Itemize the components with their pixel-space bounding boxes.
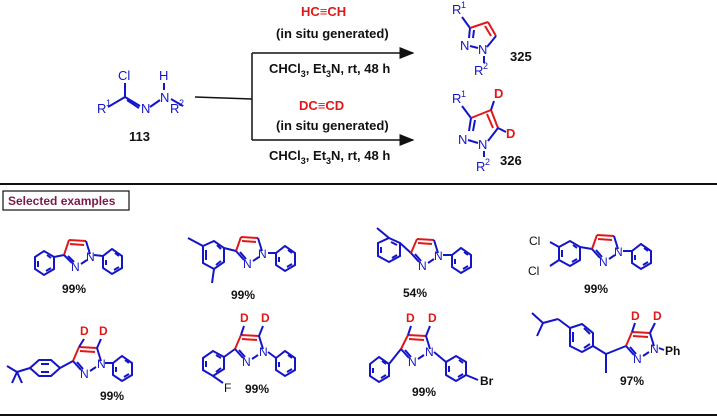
- ex6-d2-label: D: [261, 311, 270, 325]
- ex4-n2-label: N: [614, 245, 623, 259]
- h-label: H: [159, 68, 168, 83]
- example-2-yield: 99%: [231, 288, 255, 302]
- example-8-structure: [531, 312, 665, 373]
- p326-r1-label: R: [452, 91, 461, 106]
- example-3-structure: [376, 227, 472, 275]
- p326-r2-sup: 2: [485, 157, 490, 167]
- route-a-conditions: HC≡CH (in situ generated) CHCl3, Et3N, r…: [269, 4, 390, 79]
- example-1-structure: [34, 239, 123, 277]
- r2-superscript: 2: [179, 98, 184, 108]
- example-5-yield: 99%: [100, 389, 124, 403]
- ex3-n-label: N: [418, 259, 427, 273]
- example-4-structure: [549, 234, 652, 271]
- ex8-d1-label: D: [631, 309, 640, 323]
- example-6-structure: [202, 325, 296, 384]
- route-b-conditions: DC≡CD (in situ generated) CHCl3, Et3N, r…: [269, 98, 390, 166]
- route-a-reagent: HC≡CH: [301, 4, 346, 19]
- r1-label: R: [97, 101, 106, 116]
- starting-material-113: Cl R 1 N N H R 2 113: [97, 68, 184, 144]
- ex1-n2-label: N: [86, 250, 95, 264]
- compound-number-113: 113: [129, 129, 150, 144]
- route-b-reagent: DC≡CD: [299, 98, 344, 113]
- ex4-n-label: N: [599, 255, 608, 269]
- ex7-br-label: Br: [480, 374, 494, 388]
- ex5-n-label: N: [80, 367, 89, 381]
- p326-r2-label: R: [476, 159, 485, 174]
- n2-label: N: [160, 90, 169, 105]
- route-b-reagent-note: (in situ generated): [276, 118, 389, 133]
- ex6-d1-label: D: [240, 311, 249, 325]
- example-4-yield: 99%: [584, 282, 608, 296]
- ex1-n-label: N: [71, 260, 80, 274]
- example-7-structure: [369, 325, 479, 384]
- branching-arrows: [194, 47, 415, 146]
- ex4-cl-a-label: Cl: [529, 234, 540, 248]
- r2-label: R: [170, 101, 179, 116]
- ex6-f-label: F: [224, 381, 231, 395]
- example-8-yield: 97%: [620, 374, 644, 388]
- chlorine-label: Cl: [118, 68, 130, 83]
- selected-examples-label: Selected examples: [2, 190, 130, 211]
- compound-number-325: 325: [510, 49, 532, 64]
- route-a-conditions-text: CHCl3, Et3N, rt, 48 h: [269, 61, 390, 79]
- ex5-d1-label: D: [80, 324, 89, 338]
- ex5-n2-label: N: [97, 357, 106, 371]
- p326-d1-label: D: [494, 86, 503, 101]
- ex7-d1-label: D: [406, 311, 415, 325]
- r1-superscript: 1: [106, 98, 111, 108]
- ex7-d2-label: D: [428, 311, 437, 325]
- p326-r1-sup: 1: [461, 89, 466, 99]
- example-7-yield: 99%: [412, 385, 436, 399]
- svg-text:Selected examples: Selected examples: [8, 194, 116, 208]
- ex7-n2-label: N: [425, 345, 434, 359]
- ex8-ph-label: Ph: [665, 344, 680, 358]
- ex4-cl-b-label: Cl: [528, 264, 539, 278]
- example-6-yield: 99%: [245, 382, 269, 396]
- p326-n1-label: N: [458, 132, 467, 147]
- p325-r2-label: R: [474, 63, 483, 78]
- product-326: R 1 N N R 2 D D 326: [452, 86, 522, 174]
- example-5-structure: [6, 338, 133, 384]
- p325-r1-label: R: [452, 2, 461, 17]
- ex5-d2-label: D: [99, 324, 108, 338]
- route-b-conditions-text: CHCl3, Et3N, rt, 48 h: [269, 148, 390, 166]
- p325-r2-sup: 2: [483, 61, 488, 71]
- p326-n2-label: N: [478, 137, 487, 152]
- p325-r1-sup: 1: [461, 0, 466, 10]
- example-2-structure: [187, 236, 296, 284]
- route-a-reagent-note: (in situ generated): [276, 26, 389, 41]
- ex6-n2-label: N: [259, 345, 268, 359]
- ex6-n-label: N: [242, 355, 251, 369]
- p326-d2-label: D: [506, 126, 515, 141]
- example-3-yield: 54%: [403, 286, 427, 300]
- ex8-n-label: N: [633, 352, 642, 366]
- p325-n1-label: N: [460, 38, 469, 53]
- p325-n2-label: N: [478, 42, 487, 57]
- ex7-n-label: N: [408, 355, 417, 369]
- product-325: R 1 N N R 2 325: [452, 0, 532, 78]
- n1-label: N: [141, 101, 150, 116]
- ex3-n2-label: N: [434, 249, 443, 263]
- ex2-n-label: N: [243, 257, 252, 271]
- ex8-n2-label: N: [650, 342, 659, 356]
- example-1-yield: 99%: [62, 282, 86, 296]
- ex2-n2-label: N: [258, 247, 267, 261]
- ex8-d2-label: D: [653, 309, 662, 323]
- compound-number-326: 326: [500, 153, 522, 168]
